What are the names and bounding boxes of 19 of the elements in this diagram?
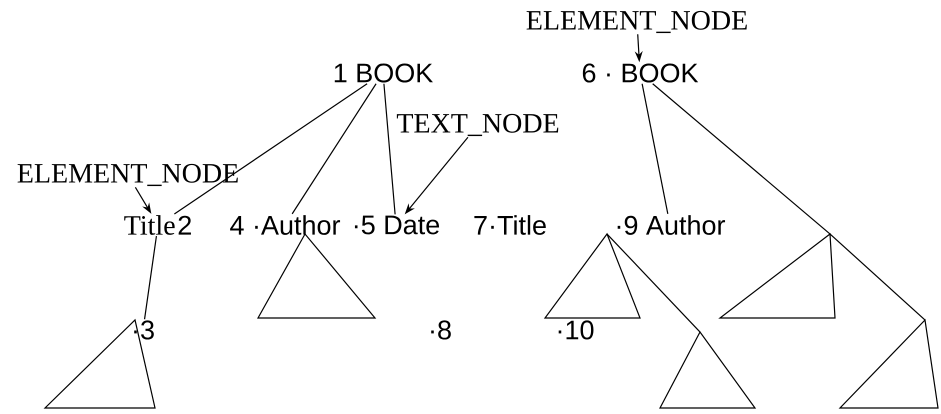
node-label: 4 ·Author bbox=[230, 215, 340, 235]
tree-line bbox=[174, 83, 368, 214]
node-label: ·8 bbox=[431, 320, 451, 340]
tree-line bbox=[292, 83, 377, 214]
node-label: ·9 Author bbox=[618, 215, 726, 235]
node-label: 7·Title bbox=[474, 215, 546, 235]
node-label: ·5 Date bbox=[354, 216, 440, 234]
node-label: 1 BOOK bbox=[334, 63, 433, 83]
tree-line bbox=[652, 83, 830, 234]
tree-line bbox=[829, 233, 926, 320]
tree-line bbox=[606, 233, 700, 332]
node-label: ELEMENT_NODE bbox=[526, 10, 747, 34]
node-label: Title2 bbox=[124, 215, 191, 235]
tree-line bbox=[383, 84, 396, 214]
node-label: 6 · BOOK bbox=[582, 63, 698, 83]
node-label: ·10 bbox=[558, 320, 594, 340]
tree-line bbox=[642, 84, 668, 214]
node-label: TEXT_NODE bbox=[396, 114, 558, 136]
tree-line bbox=[144, 236, 158, 320]
